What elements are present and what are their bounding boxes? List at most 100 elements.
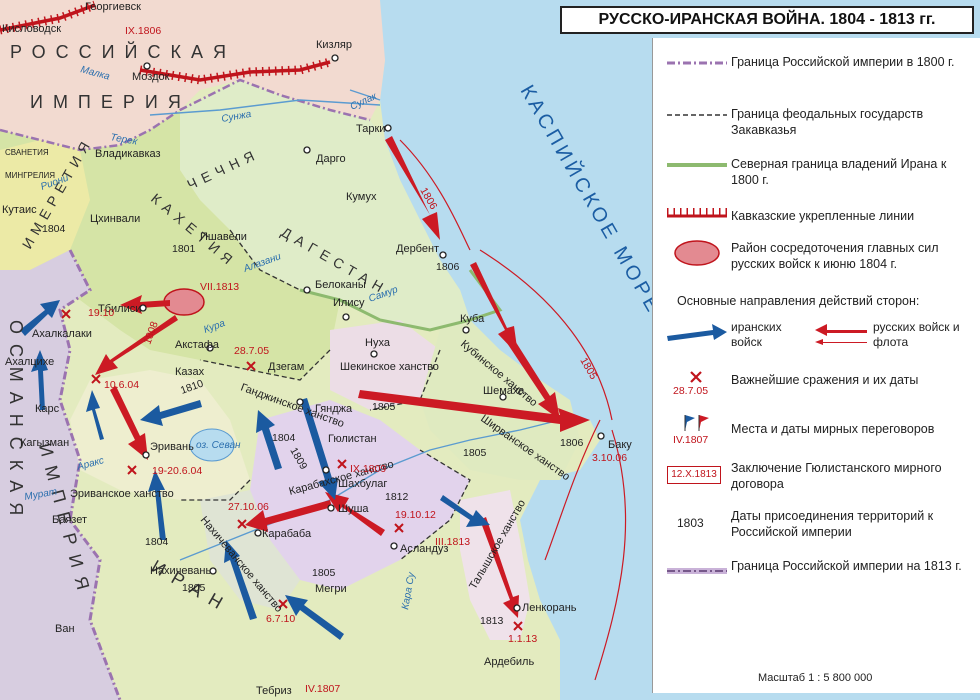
arrow-to-erivan <box>110 386 148 460</box>
iranian-arrow-symbol <box>667 324 727 341</box>
karabakh-khanate-area <box>250 400 470 590</box>
legend-accession: Даты присоединения территорий к Российск… <box>731 509 934 539</box>
city-dot <box>462 326 470 334</box>
city-gulistan: Гюлистан <box>328 433 377 445</box>
city-dot <box>322 466 330 474</box>
city-tarki: Тарки <box>356 123 385 135</box>
arrow-tarki-derbent <box>385 136 440 240</box>
city-dot <box>370 350 378 358</box>
city-dot <box>327 504 335 512</box>
date-10-6-04: 10.6.04 <box>104 379 139 391</box>
title-box: РУССКО-ИРАНСКАЯ ВОЙНА. 1804 - 1813 гг. <box>560 6 974 34</box>
battle-cross <box>337 459 347 469</box>
city-aslanduz: Асландуз <box>400 543 448 555</box>
city-mozdok: Моздок <box>132 71 170 83</box>
concentration-symbol <box>674 240 720 266</box>
date-3-10-06: 3.10.06 <box>592 452 627 464</box>
date-27-10-06: 27.10.06 <box>228 501 269 513</box>
border-1813-symbol <box>667 568 727 574</box>
city-dot <box>254 529 262 537</box>
city-dot <box>142 451 150 459</box>
city-shusha: Шуша <box>338 503 369 515</box>
city-ganja: Гянджа <box>315 403 353 415</box>
city-kazakh: Казах <box>175 366 205 378</box>
legend-fortified-lines: Кавказские укрепленные линии <box>731 209 915 223</box>
city-van: Ван <box>55 623 75 635</box>
date-ix1806: IX.1806 <box>125 25 161 37</box>
city-erivan: Эривань <box>150 441 194 453</box>
imeretia-area <box>0 140 90 270</box>
city-dot <box>303 286 311 294</box>
city-megri: Мегри <box>315 583 347 595</box>
city-dot <box>303 146 311 154</box>
legend-battles: Важнейшие сражения и их даты <box>731 373 919 387</box>
arrow-to-baku <box>358 390 590 432</box>
city-kagyzman: Кагызман <box>20 437 69 449</box>
label-russian-empire-2: ИМПЕРИЯ <box>30 92 191 112</box>
legend-feudal-borders: Граница феодальных государств Закавказья <box>731 107 924 137</box>
city-derbent: Дербент <box>396 243 439 255</box>
arrow-iran-ganja <box>256 410 282 470</box>
legend-directions-header: Основные направления действий сторон: <box>677 294 920 308</box>
battle-cross <box>61 309 71 319</box>
campaign-1804: 1804 <box>145 536 169 548</box>
gulistan-symbol: 12.X.1813 <box>667 466 721 484</box>
erivan-khanate-area <box>70 370 250 500</box>
city-akhalkalaki: Ахалкалаки <box>32 328 92 340</box>
city-dot <box>390 542 398 550</box>
fortified-line-symbol <box>667 208 727 218</box>
feudal-border-symbol <box>667 114 727 116</box>
battle-cross <box>91 374 101 384</box>
arrow-iran-1810b <box>140 400 202 426</box>
city-akstafa: Акстафа <box>175 339 220 351</box>
city-akhaltsikhe: Ахалцихе <box>5 356 54 368</box>
date-19-20-6-04: 19-20.6.04 <box>152 465 202 477</box>
year-1806b: 1806 <box>560 437 584 449</box>
date-19-10-12: 19.10.12 <box>395 509 436 521</box>
city-dot <box>499 393 507 401</box>
city-dot <box>206 344 214 352</box>
year-1805b: 1805 <box>463 447 487 459</box>
sheki-khanate-area <box>330 320 440 410</box>
fortified-line-ticks <box>0 0 332 85</box>
city-dot <box>384 124 392 132</box>
ottoman-empire-area <box>0 250 120 700</box>
legend-border-1813: Граница Российской империи на 1813 г. <box>731 559 962 573</box>
arrow-iran-1804 <box>148 470 166 540</box>
russian-arrow-symbol <box>815 324 867 345</box>
year-1806: 1806 <box>436 261 460 273</box>
city-nakhichevan: Нахичевань <box>150 565 211 577</box>
label-mingrelia: МИНГРЕЛИЯ <box>5 171 55 180</box>
lake-sevan <box>189 428 235 462</box>
city-dots <box>139 54 605 612</box>
city-karababa: Карабаба <box>262 528 312 540</box>
date-ix1809: IX.1809 <box>350 463 386 475</box>
city-dot <box>342 313 350 321</box>
arrow-to-tbilisi <box>120 295 170 314</box>
city-dot <box>439 251 447 259</box>
arrow-to-nakhichevan <box>245 500 332 532</box>
campaign-1812: 1812 <box>385 491 409 503</box>
river-terek: Терек <box>109 132 139 148</box>
city-kutais: Кутаис <box>2 204 37 216</box>
arrow-kuba-baku <box>505 336 560 420</box>
map-title: РУССКО-ИРАНСКАЯ ВОЙНА. 1804 - 1813 гг. <box>598 11 936 28</box>
arrow-iran-1808 <box>224 540 257 620</box>
lake-sevan-label: оз. Севан <box>196 440 241 451</box>
legend-iran-border: Северная граница владений Ирана к 1800 г… <box>731 157 947 187</box>
city-kislovodsk: Кисловодск <box>2 23 61 35</box>
city-tbilisi: Тбилиси <box>98 303 141 315</box>
city-dzegam: Дзегам <box>268 361 304 373</box>
arrow-derbent-kuba <box>470 262 518 355</box>
label-erivan-khanate: Эриванское ханство <box>70 488 174 500</box>
city-tskhinvali: Цхинвали <box>90 213 140 225</box>
city-belokany: Белоканы <box>315 279 366 291</box>
city-ardebil: Ардебиль <box>484 656 534 668</box>
city-georgievsk: Георгиевск <box>85 1 141 13</box>
city-dot <box>597 432 605 440</box>
legend-peace-sample-date: IV.1807 <box>673 434 709 446</box>
battle-cross <box>278 599 288 609</box>
battle-cross <box>246 361 256 371</box>
city-ilisu: Илису <box>333 297 365 309</box>
